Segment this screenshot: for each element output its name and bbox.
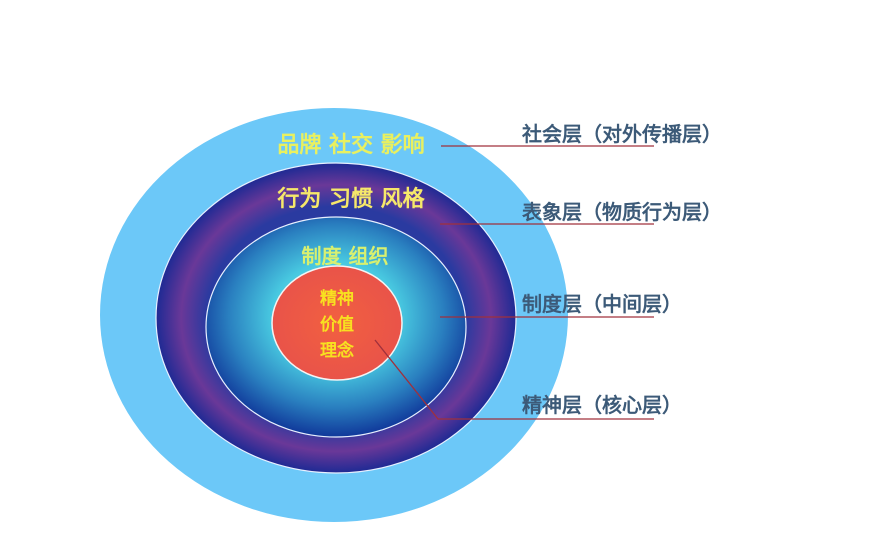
ring-text-social: 品牌 社交 影响 xyxy=(277,133,425,158)
label-spirit-layer: 精神层（核心层） xyxy=(522,393,682,417)
label-appearance-layer: 表象层（物质行为层） xyxy=(522,200,722,224)
core-text-value: 价值 xyxy=(320,315,354,335)
label-social-layer: 社会层（对外传播层） xyxy=(522,122,722,146)
ring-text-system: 制度 组织 xyxy=(301,244,389,268)
leader-line-core xyxy=(374,339,654,420)
core-text-philosophy: 理念 xyxy=(320,341,354,361)
core-circle xyxy=(271,265,403,381)
ring-text-behavior: 行为 习惯 风格 xyxy=(277,187,425,212)
label-system-layer: 制度层（中间层） xyxy=(522,292,682,316)
core-text-spirit: 精神 xyxy=(320,289,354,309)
leader-lines xyxy=(374,145,654,420)
